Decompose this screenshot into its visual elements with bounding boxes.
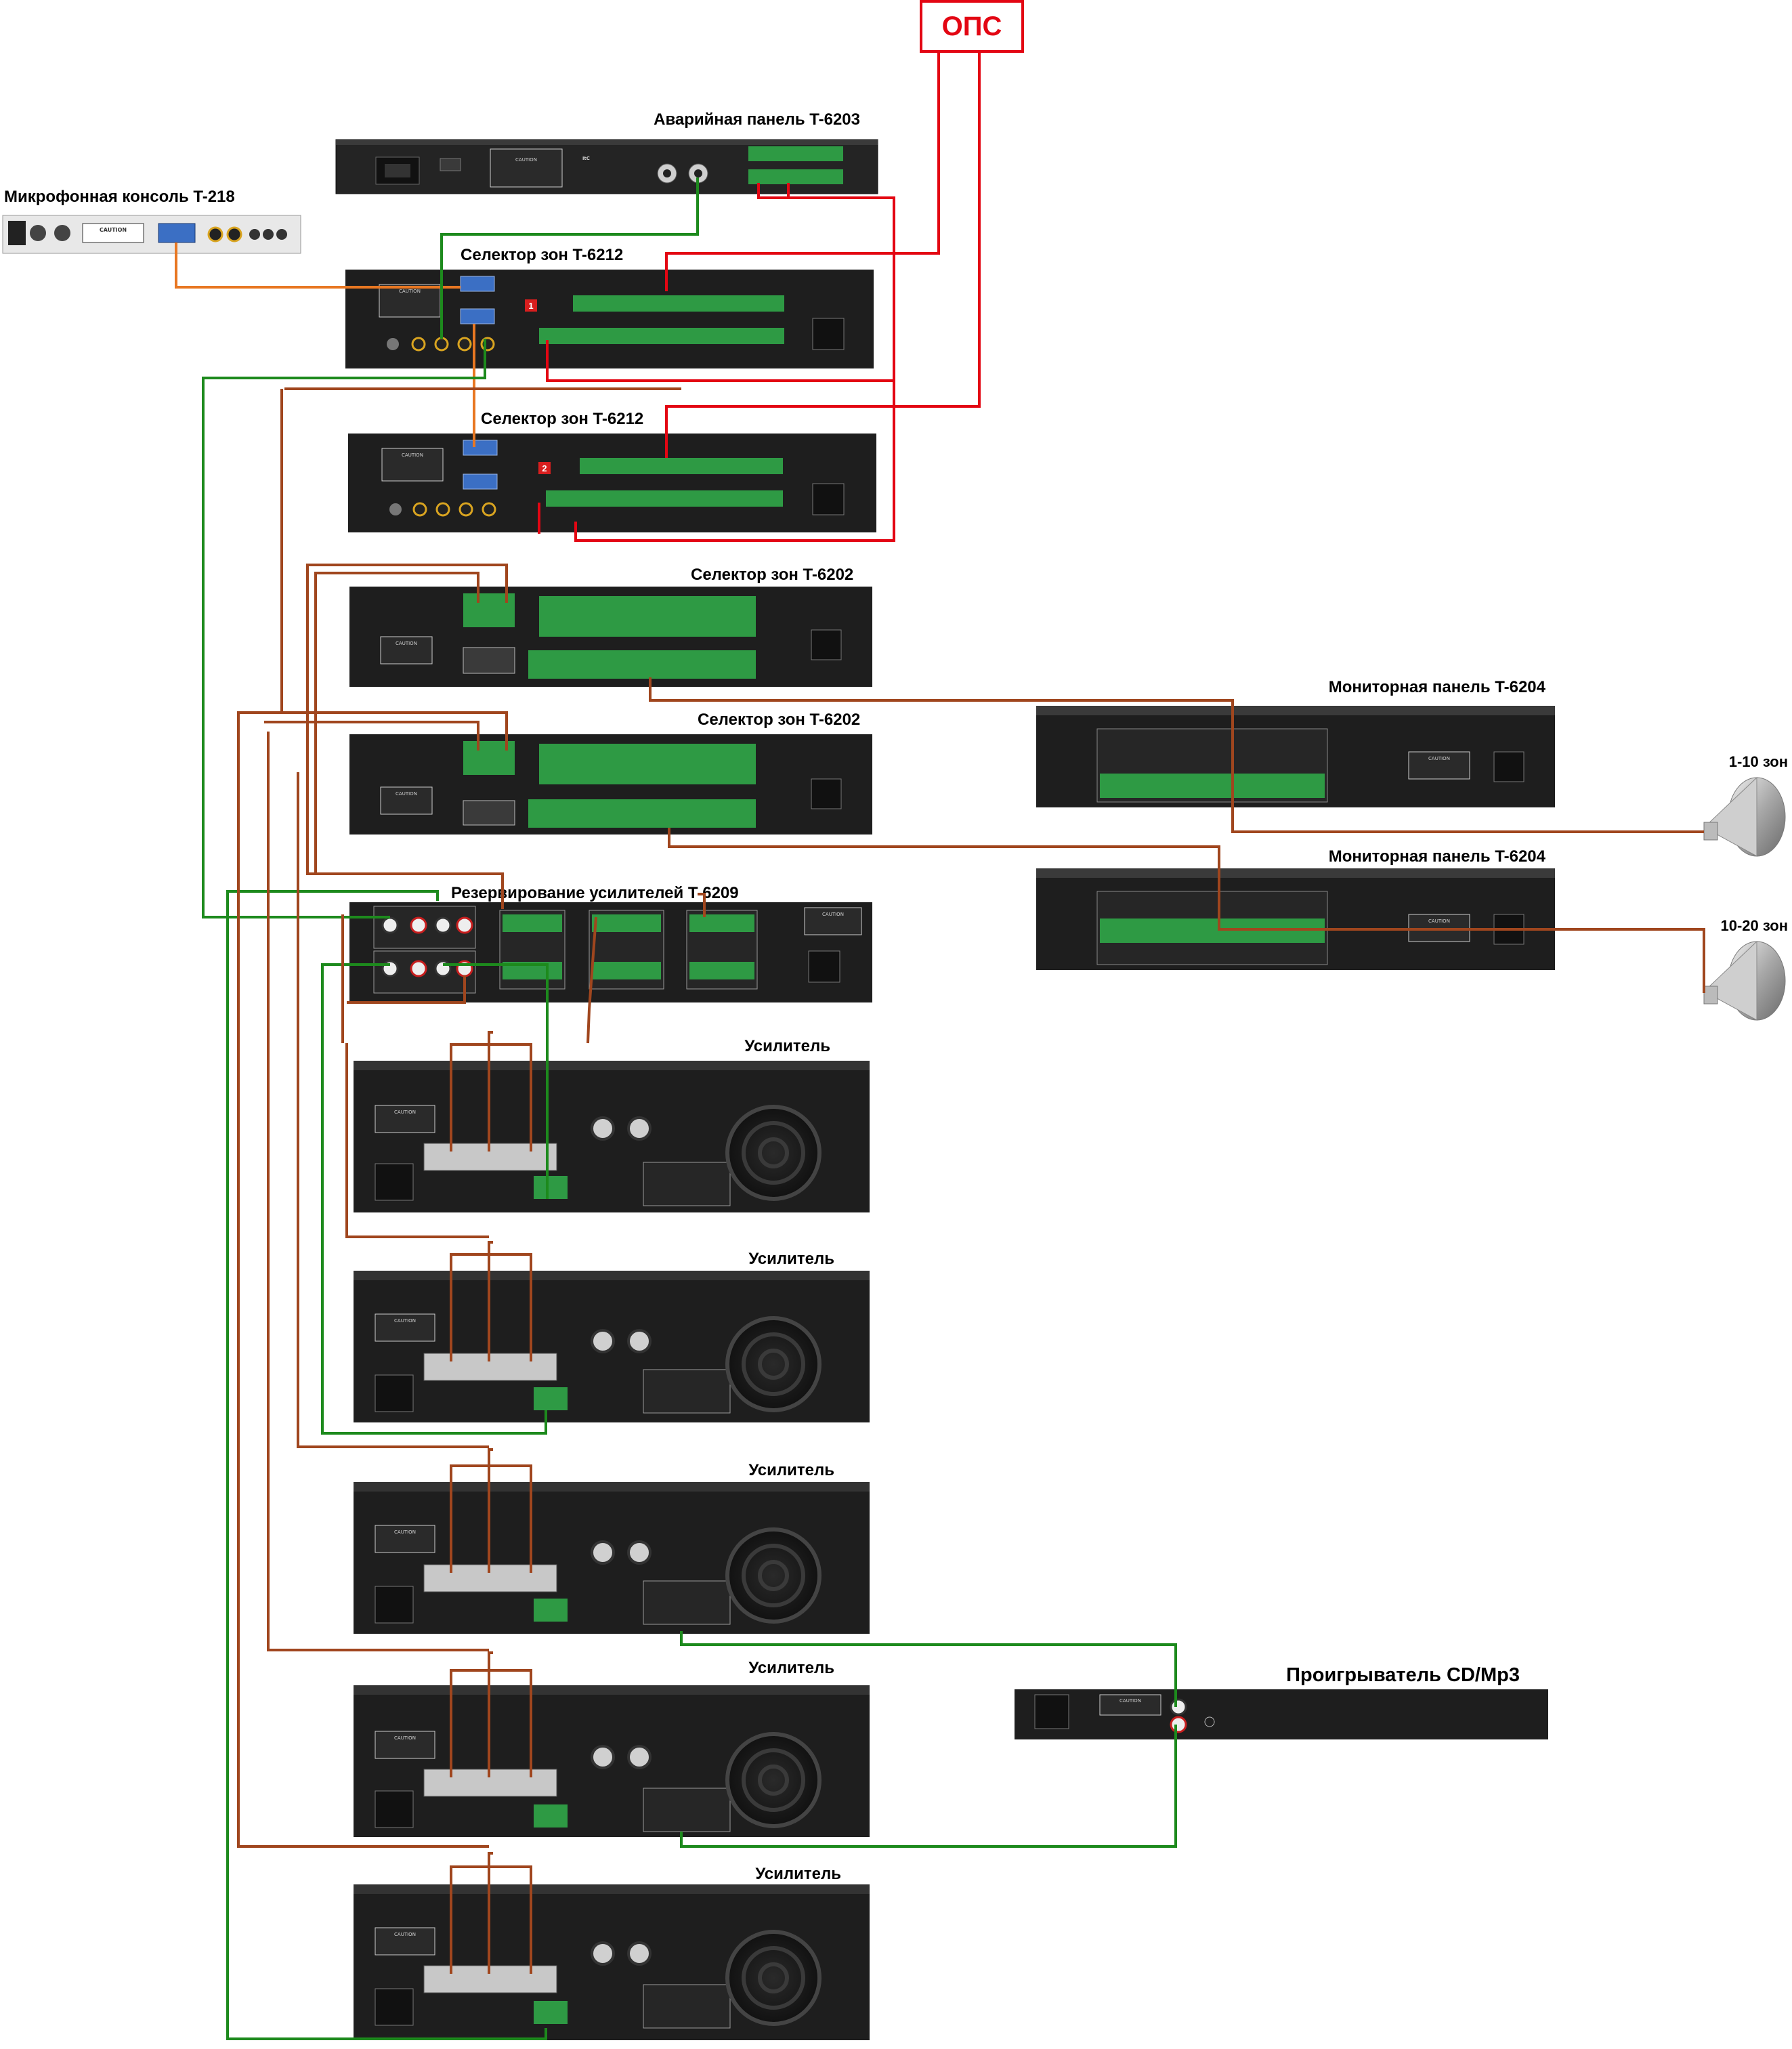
zone-out-terminals <box>528 650 756 679</box>
zone-selector-3: CAUTION <box>349 587 872 687</box>
amplifier-3-label: Усилитель <box>748 1461 834 1479</box>
emergency-panel: CAUTION itC <box>335 139 878 194</box>
alarm-terminals <box>748 146 843 184</box>
svg-text:CAUTION: CAUTION <box>100 227 127 233</box>
zone-selector-1: CAUTION 1 <box>345 270 874 368</box>
speaker-1-label: 1-10 зон <box>1729 753 1788 770</box>
remote-in-port <box>463 440 498 456</box>
output-terminal-block <box>423 1769 557 1797</box>
zone-selector-3-label: Селектор зон T-6202 <box>691 566 853 584</box>
svg-text:CAUTION: CAUTION <box>822 912 844 917</box>
speaker-2-label: 10-20 зон <box>1721 917 1789 934</box>
amplifier-1-label: Усилитель <box>744 1037 830 1055</box>
amp-backup-label: Резервирование усилителей T-6209 <box>451 884 739 902</box>
amplifier-2-label: Усилитель <box>748 1250 834 1268</box>
power-inlet <box>812 483 845 515</box>
mic-console: CAUTION <box>2 215 301 254</box>
data-wires <box>175 242 475 447</box>
svg-text:CAUTION: CAUTION <box>515 157 537 163</box>
amp-backup: CAUTION <box>349 902 872 1002</box>
remote-in-port <box>460 276 495 292</box>
svg-text:CAUTION: CAUTION <box>402 452 423 458</box>
speaker-1 <box>1703 776 1786 857</box>
channel-terminals <box>1100 774 1325 798</box>
power-inlet <box>811 778 842 809</box>
zone-selector-1-label: Селектор зон T-6212 <box>461 246 623 264</box>
zone-selector-2-label: Селектор зон T-6212 <box>481 410 643 428</box>
ops-label: ОПС <box>942 12 1002 41</box>
remote-out-port <box>460 308 495 324</box>
ops-box: ОПС <box>920 0 1024 53</box>
amplifier-4-label: Усилитель <box>748 1659 834 1677</box>
svg-text:CAUTION: CAUTION <box>1428 756 1450 761</box>
switch-out-terminals <box>546 490 783 507</box>
svg-text:CAUTION: CAUTION <box>394 1932 416 1937</box>
amplifier-4: CAUTION <box>354 1685 870 1837</box>
ops-wires <box>538 51 981 542</box>
svg-text:CAUTION: CAUTION <box>394 1735 416 1741</box>
svg-text:CAUTION: CAUTION <box>394 1110 416 1115</box>
svg-text:1: 1 <box>528 301 533 311</box>
emc-input <box>534 1599 568 1622</box>
power-inlet <box>808 950 840 983</box>
monitor-panel-2-label: Мониторная панель T-6204 <box>1329 847 1546 866</box>
alarm-in-terminals <box>573 295 784 312</box>
power-inlet <box>1493 751 1524 782</box>
caution-plate <box>490 148 563 188</box>
alarm-terminals <box>539 596 756 637</box>
svg-text:CAUTION: CAUTION <box>396 641 417 646</box>
emergency-panel-label: Аварийная панель T-6203 <box>654 110 860 129</box>
alarm-terminals <box>539 744 756 784</box>
svg-text:itC: itC <box>582 156 590 161</box>
amplifier-5: CAUTION <box>354 1884 870 2040</box>
svg-text:2: 2 <box>542 463 547 473</box>
alarm-in-terminals <box>580 458 783 474</box>
emc-input <box>534 1804 568 1828</box>
monitor-panel-1-label: Мониторная панель T-6204 <box>1329 678 1546 696</box>
speaker-2 <box>1703 940 1786 1021</box>
svg-text:CAUTION: CAUTION <box>396 791 417 797</box>
monitor-panel-1: CAUTION <box>1036 706 1555 807</box>
db9-port <box>158 223 196 243</box>
zone-selector-2: CAUTION 2 <box>348 434 876 532</box>
zone-selector-4: CAUTION <box>349 734 872 835</box>
amplifier-3: CAUTION <box>354 1482 870 1634</box>
mic-console-label: Микрофонная консоль T-218 <box>4 188 235 206</box>
zone-out-terminals <box>528 799 756 828</box>
emc-input <box>534 1387 568 1410</box>
amplifier-1: CAUTION <box>354 1061 870 1212</box>
cd-player-label: Проигрыватель CD/Mp3 <box>1286 1664 1520 1686</box>
svg-text:CAUTION: CAUTION <box>1119 1698 1141 1704</box>
zone-selector-4-label: Селектор зон T-6202 <box>698 711 860 729</box>
remote-out-port <box>463 473 498 490</box>
svg-text:CAUTION: CAUTION <box>394 1318 416 1324</box>
speaker-wires <box>237 387 1705 1974</box>
power-inlet <box>811 629 842 660</box>
power-inlet <box>812 318 845 350</box>
emc-input <box>534 1176 568 1199</box>
emc-input <box>534 2001 568 2024</box>
cd-player: CAUTION <box>1015 1689 1548 1739</box>
control-wires <box>202 177 1177 2040</box>
monitor-panel-2: CAUTION <box>1036 868 1555 970</box>
svg-text:CAUTION: CAUTION <box>399 289 421 294</box>
svg-text:CAUTION: CAUTION <box>1428 918 1450 924</box>
svg-text:CAUTION: CAUTION <box>394 1529 416 1535</box>
switch-out-terminals <box>539 328 784 344</box>
amplifier-2: CAUTION <box>354 1271 870 1422</box>
amplifier-5-label: Усилитель <box>755 1865 841 1883</box>
